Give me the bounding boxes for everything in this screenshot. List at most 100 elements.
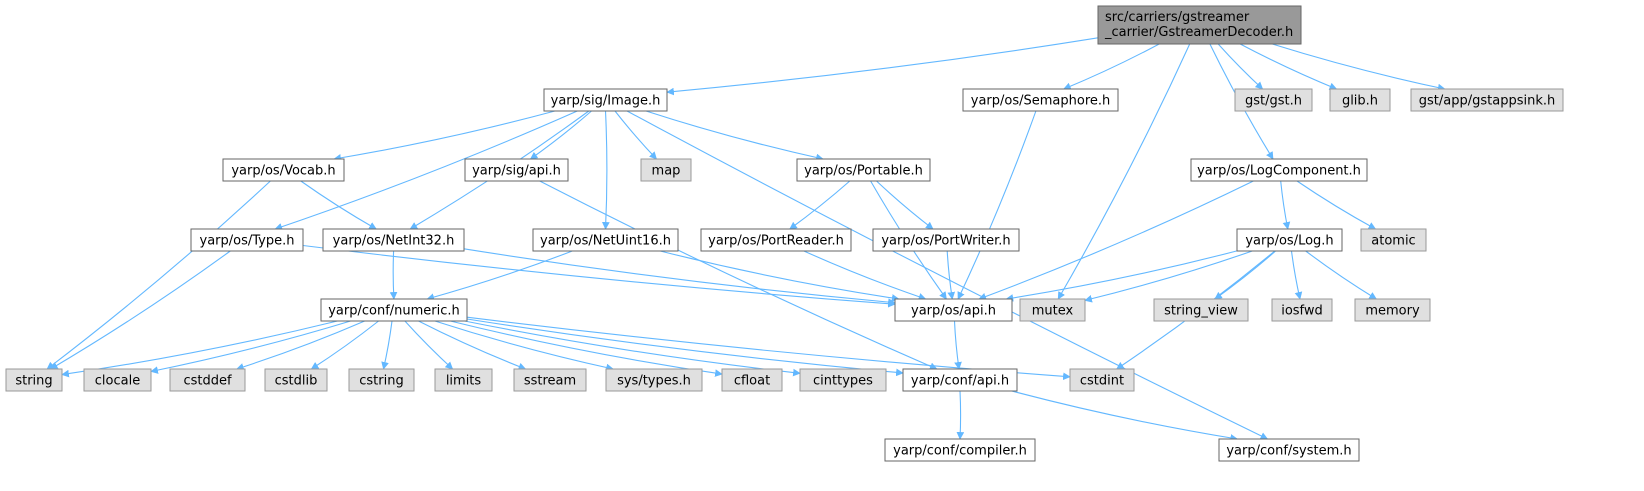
edge-root-to-gst: [1217, 43, 1264, 90]
edge-type-to-osapi: [302, 244, 896, 308]
edge-netint32-to-osapi: [463, 248, 896, 306]
node-compiler-label: yarp/conf/compiler.h: [893, 444, 1027, 459]
edge-sigapi-to-confapi: [539, 180, 938, 370]
node-confapi-label: yarp/conf/api.h: [911, 374, 1009, 389]
node-clocale-label: clocale: [95, 374, 140, 389]
edge-root-to-gstappsink: [1272, 43, 1446, 92]
node-gstappsink-label: gst/app/gstappsink.h: [1419, 94, 1555, 109]
node-cstdint: cstdint: [1069, 368, 1135, 392]
node-string_view: string_view: [1153, 298, 1249, 322]
edge-numeric-to-cstdint: [466, 316, 1071, 381]
node-memory: memory: [1354, 298, 1431, 322]
edge-logcomponent-to-osapi: [978, 180, 1254, 301]
node-netuint16-label: yarp/os/NetUint16.h: [540, 234, 671, 249]
node-clocale-box: [83, 368, 152, 392]
node-type-box: [190, 228, 304, 252]
node-cstring-label: cstring: [359, 374, 403, 389]
edge-image-to-vocab: [333, 110, 556, 162]
node-sstream-box: [513, 368, 587, 392]
node-sigapi[interactable]: yarp/sig/api.h: [464, 158, 569, 182]
edge-numeric-to-cfloat: [450, 320, 723, 377]
node-portreader[interactable]: yarp/os/PortReader.h: [700, 228, 852, 252]
node-gstappsink-box: [1410, 88, 1564, 112]
node-netint32[interactable]: yarp/os/NetInt32.h: [322, 228, 465, 252]
node-atomic-box: [1360, 228, 1427, 252]
edge-numeric-to-limits: [404, 320, 454, 370]
node-root-label: src/carriers/gstreamer: [1105, 10, 1250, 25]
node-memory-label: memory: [1365, 304, 1420, 319]
node-portable-box: [796, 158, 931, 182]
node-iosfwd-label: iosfwd: [1281, 304, 1323, 319]
node-mutex-label: mutex: [1032, 304, 1074, 319]
edge-image-to-sigapi: [529, 110, 592, 160]
node-gst: gst/gst.h: [1234, 88, 1313, 112]
node-confapi[interactable]: yarp/conf/api.h: [902, 368, 1018, 392]
node-cstddef: cstddef: [169, 368, 246, 392]
edge-image-to-netuint16: [601, 110, 610, 230]
edge-root-to-image: [666, 37, 1099, 96]
node-root: src/carriers/gstreamer_carrier/Gstreamer…: [1097, 5, 1302, 45]
edge-portable-to-portwriter: [876, 180, 934, 230]
node-osapi[interactable]: yarp/os/api.h: [894, 298, 1013, 322]
edge-root-to-mutex: [1057, 43, 1191, 300]
edge-osapi-to-confapi: [953, 320, 962, 370]
edge-numeric-to-cstdlib: [310, 320, 379, 370]
node-vocab-box: [222, 158, 345, 182]
node-portable[interactable]: yarp/os/Portable.h: [796, 158, 931, 182]
node-cfloat-label: cfloat: [734, 374, 770, 389]
node-limits: limits: [434, 368, 493, 392]
node-log-label: yarp/os/Log.h: [1245, 234, 1333, 249]
edge-netuint16-to-numeric: [426, 250, 573, 301]
node-logcomponent-label: yarp/os/LogComponent.h: [1197, 164, 1361, 179]
node-cstdlib-label: cstdlib: [275, 374, 318, 389]
node-sstream: sstream: [513, 368, 587, 392]
node-cstring-box: [348, 368, 415, 392]
node-system-label: yarp/conf/system.h: [1226, 444, 1351, 459]
node-vocab[interactable]: yarp/os/Vocab.h: [222, 158, 345, 182]
edges-layer: [46, 37, 1446, 442]
node-numeric[interactable]: yarp/conf/numeric.h: [320, 298, 468, 322]
node-compiler[interactable]: yarp/conf/compiler.h: [884, 438, 1036, 462]
node-image-box: [543, 88, 668, 112]
node-system[interactable]: yarp/conf/system.h: [1218, 438, 1360, 462]
edge-numeric-to-systypes: [434, 320, 614, 372]
node-compiler-box: [884, 438, 1036, 462]
node-systypes: sys/types.h: [605, 368, 703, 392]
node-string_view-box: [1153, 298, 1249, 322]
node-cstdint-box: [1069, 368, 1135, 392]
node-sigapi-box: [464, 158, 569, 182]
node-map: map: [640, 158, 692, 182]
node-root-label: _carrier/GstreamerDecoder.h: [1104, 25, 1293, 40]
node-confapi-box: [902, 368, 1018, 392]
node-numeric-label: yarp/conf/numeric.h: [328, 304, 460, 319]
node-system-box: [1218, 438, 1360, 462]
node-limits-label: limits: [446, 374, 482, 389]
edge-confapi-to-system: [1011, 390, 1239, 442]
node-netuint16[interactable]: yarp/os/NetUint16.h: [532, 228, 679, 252]
edge-numeric-to-cstddef: [236, 320, 365, 371]
node-cstring: cstring: [348, 368, 415, 392]
node-numeric-box: [320, 298, 468, 322]
edge-semaphore-to-osapi: [957, 110, 1037, 300]
node-mutex-box: [1019, 298, 1086, 322]
node-portwriter-box: [872, 228, 1020, 252]
edge-image-to-portable: [645, 110, 824, 162]
node-semaphore[interactable]: yarp/os/Semaphore.h: [962, 88, 1119, 112]
node-portwriter[interactable]: yarp/os/PortWriter.h: [872, 228, 1020, 252]
node-gst-box: [1234, 88, 1313, 112]
node-image[interactable]: yarp/sig/Image.h: [543, 88, 668, 112]
node-atomic: atomic: [1360, 228, 1427, 252]
edge-numeric-to-confapi: [466, 318, 904, 377]
node-type[interactable]: yarp/os/Type.h: [190, 228, 304, 252]
node-map-box: [640, 158, 692, 182]
node-logcomponent[interactable]: yarp/os/LogComponent.h: [1190, 158, 1368, 182]
node-portreader-label: yarp/os/PortReader.h: [708, 234, 844, 249]
node-portwriter-label: yarp/os/PortWriter.h: [881, 234, 1010, 249]
edge-log-to-mutex: [1084, 250, 1253, 303]
node-osapi-label: yarp/os/api.h: [911, 304, 996, 319]
edge-image-to-type: [274, 110, 578, 231]
node-log[interactable]: yarp/os/Log.h: [1236, 228, 1343, 252]
edge-log-to-memory: [1305, 250, 1377, 300]
node-string: string: [5, 368, 63, 392]
node-cstddef-label: cstddef: [183, 374, 232, 389]
